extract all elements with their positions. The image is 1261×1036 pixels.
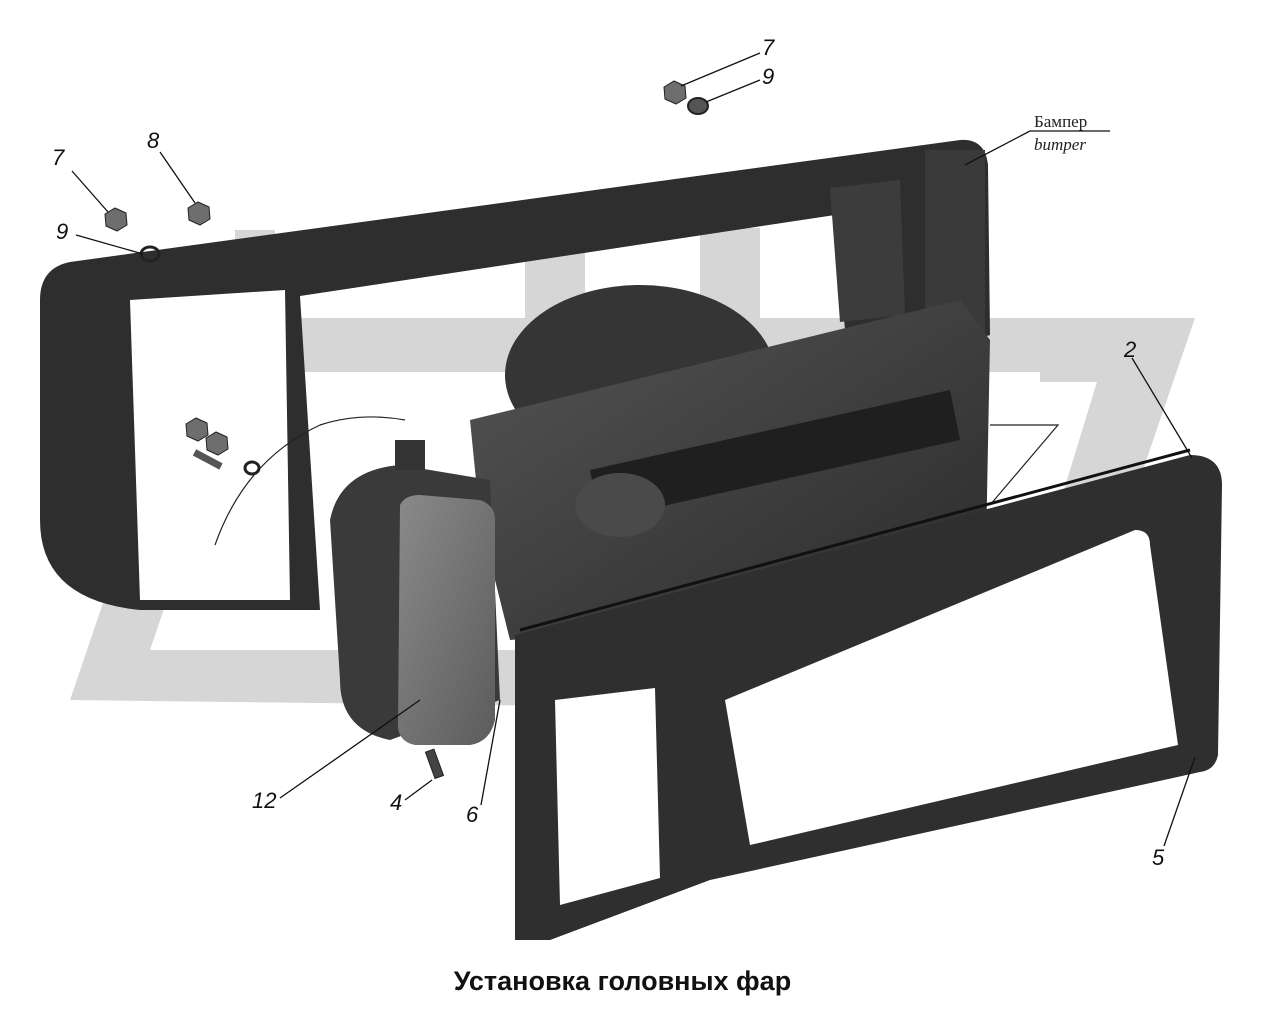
side-lamp [330,440,500,745]
nut-inner-2 [205,431,229,456]
front-frame [515,448,1222,940]
callout-12: 12 [252,788,276,813]
bumper-label-en: bumper [1034,135,1086,154]
callout-2: 2 [1123,337,1136,362]
callout-6: 6 [466,802,479,827]
callouts: 7 9 7 8 9 2 12 4 6 5 [52,35,1165,870]
nut-8 [187,201,211,226]
washer-inner [243,460,261,476]
callout-7-left: 7 [52,145,65,170]
diagram-caption: Установка головных фар [453,966,792,996]
fasteners [104,80,709,780]
washer-9-top [687,97,709,115]
nut-7-top [663,80,687,105]
nut-7-left [104,207,128,232]
bolt-inner [192,449,223,470]
bumper-label: Бампер bumper [1034,112,1087,154]
callout-9-top: 9 [762,64,774,89]
leader-lines [71,52,1196,847]
callout-9-left: 9 [56,219,68,244]
callout-7-top: 7 [762,35,775,60]
callout-5: 5 [1152,845,1165,870]
bumper-label-ru: Бампер [1034,112,1087,131]
nut-inner-1 [185,417,209,442]
bolt-4 [424,748,445,780]
callout-8: 8 [147,128,160,153]
callout-4: 4 [390,790,402,815]
